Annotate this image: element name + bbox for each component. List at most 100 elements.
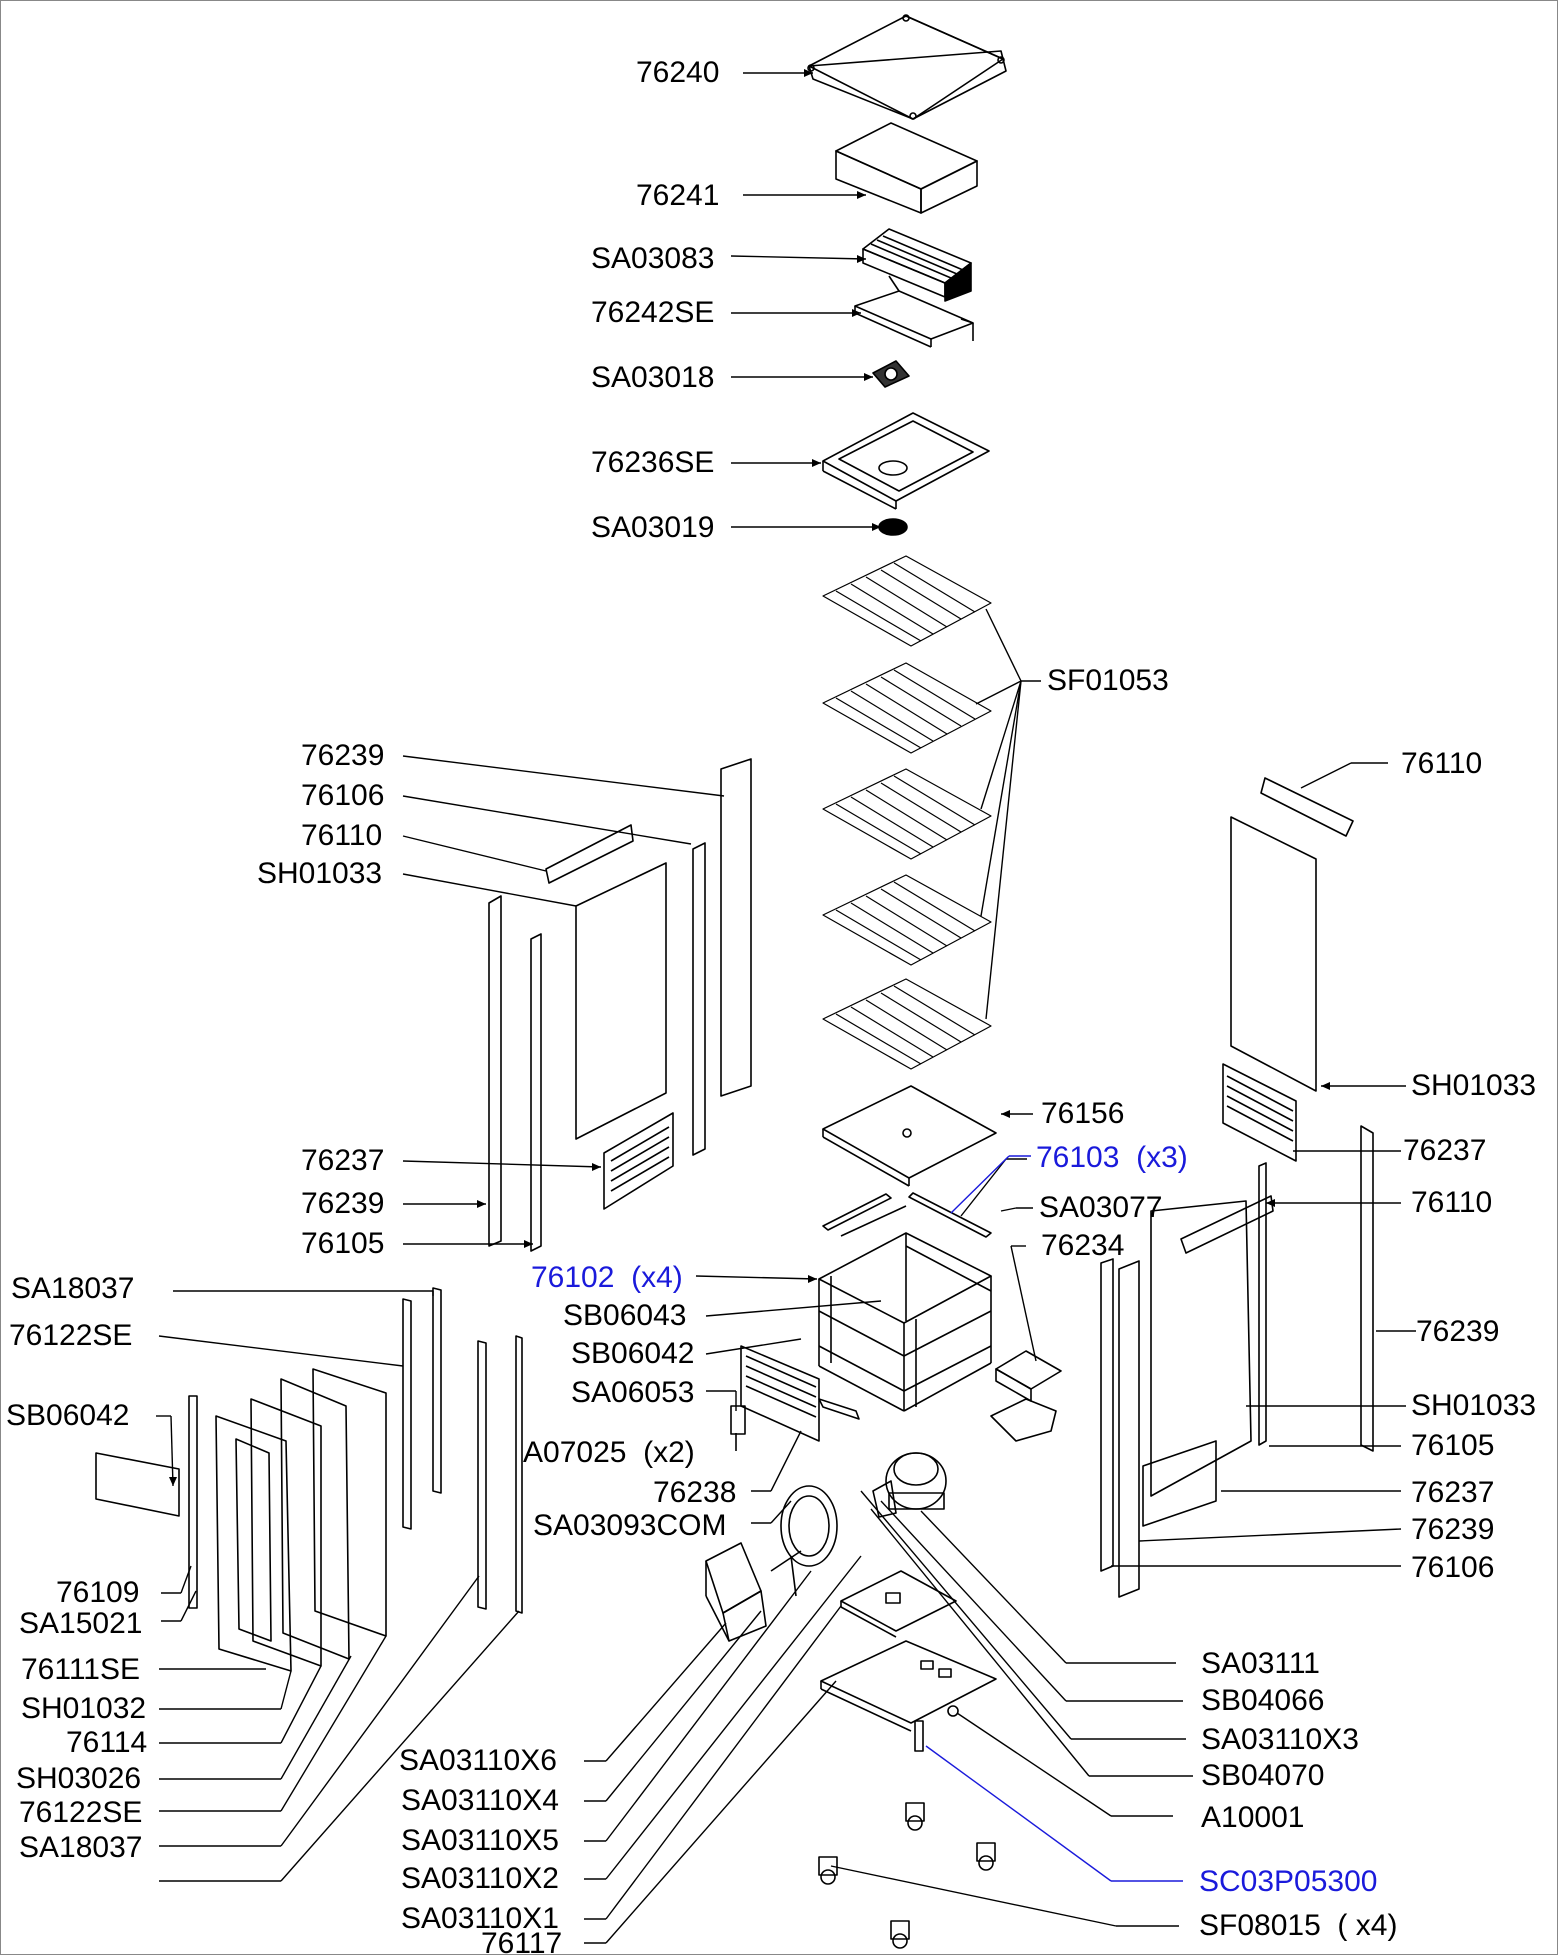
callout-76102: 76102 (x4) xyxy=(531,1261,683,1294)
door-assembly xyxy=(95,1287,523,1672)
callout-76240: 76240 xyxy=(636,56,720,89)
callout-76239-a: 76239 xyxy=(301,739,385,772)
part-hinge-strip-2 xyxy=(477,1340,487,1610)
part-sc03p05300 xyxy=(914,1720,924,1752)
part-louvre-panel xyxy=(740,1345,820,1442)
part-housing xyxy=(835,122,978,214)
callout-sb04066: SB04066 xyxy=(1201,1684,1325,1717)
part-deflector xyxy=(822,412,990,510)
callout-76117: 76117 xyxy=(481,1927,563,1960)
callout-sa18037-b: SA18037 xyxy=(19,1831,143,1864)
part-handle xyxy=(818,1398,860,1420)
callout-76106-r: 76106 xyxy=(1411,1551,1495,1584)
part-evaporator xyxy=(862,228,972,302)
arrowheads xyxy=(169,69,1330,1486)
callout-76110-r2: 76110 xyxy=(1411,1186,1493,1219)
part-gasket-door xyxy=(312,1368,387,1637)
callout-sh01033-r2: SH01033 xyxy=(1411,1389,1537,1422)
part-post-left-a xyxy=(488,895,502,1247)
callout-sc03p05300: SC03P05300 xyxy=(1199,1865,1378,1898)
part-condenser xyxy=(705,1542,767,1642)
part-sa06053 xyxy=(730,1405,746,1451)
callout-76156: 76156 xyxy=(1041,1097,1125,1130)
callout-sh01033-a: SH01033 xyxy=(257,857,383,890)
right-side-panels xyxy=(1100,777,1374,1598)
part-top-cover xyxy=(807,14,1007,120)
part-top-rail-left xyxy=(545,824,634,884)
shelf-2 xyxy=(822,662,992,754)
callout-76110-a: 76110 xyxy=(301,819,383,852)
callout-76122se-b: 76122SE xyxy=(19,1796,143,1829)
part-a10001 xyxy=(947,1705,959,1717)
callout-sh01032: SH01032 xyxy=(21,1692,147,1725)
part-grille-left xyxy=(603,1112,674,1210)
callout-76106-a: 76106 xyxy=(301,779,385,812)
callout-76239-r: 76239 xyxy=(1416,1315,1500,1348)
callout-sf08015: SF08015 ( x4) xyxy=(1199,1909,1398,1942)
shelves xyxy=(822,555,992,1070)
shelf-3 xyxy=(822,768,992,860)
callout-sa06053: SA06053 xyxy=(571,1376,695,1409)
callout-sa03018: SA03018 xyxy=(591,361,715,394)
part-top-rail-right-2 xyxy=(1180,1195,1274,1254)
callout-sb04070: SB04070 xyxy=(1201,1759,1325,1792)
part-post-right-d xyxy=(1258,1162,1267,1446)
callout-sh03026: SH03026 xyxy=(16,1762,142,1795)
part-side-panel-right-2 xyxy=(1150,1200,1252,1497)
callout-sa03110x3: SA03110X3 xyxy=(1201,1723,1359,1756)
callout-76105-r: 76105 xyxy=(1411,1429,1495,1462)
leader-lines-blue xyxy=(925,1155,1183,1882)
part-grille-right-2 xyxy=(1142,1440,1217,1527)
part-fan-guard xyxy=(878,518,908,536)
callout-76111se: 76111SE xyxy=(21,1653,140,1686)
callout-76239-b: 76239 xyxy=(301,1187,385,1220)
callout-sb06042-l: SB06042 xyxy=(6,1399,130,1432)
part-post-left-d xyxy=(720,758,752,1097)
part-sa18037-bottom xyxy=(515,1335,523,1614)
part-post-right-a xyxy=(1360,1125,1374,1452)
part-gasket-strip xyxy=(188,1395,198,1609)
part-side-panel-right xyxy=(1230,816,1317,1092)
callout-sa03083: SA03083 xyxy=(591,242,715,275)
callout-sa03110x5: SA03110X5 xyxy=(401,1824,559,1857)
callout-sa03110x4: SA03110X4 xyxy=(401,1784,559,1817)
callout-76236se: 76236SE xyxy=(591,446,715,479)
part-fan xyxy=(872,360,910,388)
part-castors xyxy=(818,1802,996,1949)
callout-sa03110x2: SA03110X2 xyxy=(401,1862,559,1895)
part-grille-right xyxy=(1222,1063,1297,1162)
shelf-5 xyxy=(822,978,992,1070)
part-tray xyxy=(990,1350,1062,1442)
part-post-right-c xyxy=(1118,1260,1140,1598)
callout-76239-r2: 76239 xyxy=(1411,1513,1495,1546)
callout-76105-a: 76105 xyxy=(301,1227,385,1260)
callout-sa03093com: SA03093COM xyxy=(533,1509,727,1542)
part-hinge-strip xyxy=(402,1298,412,1530)
part-compressor xyxy=(872,1452,947,1518)
callout-sb06042-a: SB06042 xyxy=(571,1337,695,1370)
callout-76241: 76241 xyxy=(636,179,720,212)
part-post-left-c xyxy=(692,842,706,1156)
shelf-1 xyxy=(822,555,992,647)
shelf-4 xyxy=(822,874,992,966)
callout-sa03110x1: SA03110X1 xyxy=(401,1902,559,1935)
part-sa18037-top xyxy=(432,1287,442,1494)
callout-sa03077: SA03077 xyxy=(1039,1191,1163,1224)
part-bottom-plate xyxy=(822,1085,997,1187)
callout-sa15021: SA15021 xyxy=(19,1607,143,1640)
callout-sh01033-r: SH01033 xyxy=(1411,1069,1537,1102)
part-top-rail-right xyxy=(1260,777,1354,837)
callout-sa03111: SA03111 xyxy=(1201,1647,1320,1680)
callout-76110-r: 76110 xyxy=(1401,747,1483,780)
part-frame xyxy=(818,1232,992,1412)
part-side-panel-left xyxy=(575,862,667,1140)
callout-76234: 76234 xyxy=(1041,1229,1125,1262)
part-rails xyxy=(822,1192,992,1238)
callout-76122se-a: 76122SE xyxy=(9,1319,133,1352)
callout-76114: 76114 xyxy=(66,1726,148,1759)
callout-sb06043: SB06043 xyxy=(563,1299,687,1332)
callout-76242se: 76242SE xyxy=(591,296,715,329)
callout-76237-a: 76237 xyxy=(301,1144,385,1177)
